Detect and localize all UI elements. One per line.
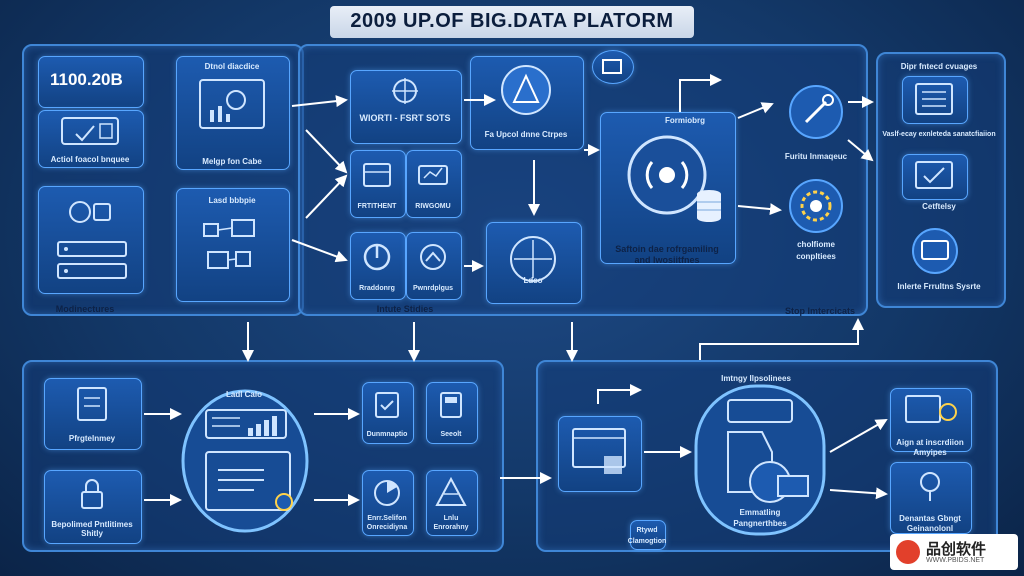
land-stripe-card[interactable]: [176, 188, 290, 302]
data-source-card[interactable]: [176, 56, 290, 170]
server-rack-icon: [56, 240, 128, 284]
rocket-card-label: Fa Upcol dnne Ctrpes: [484, 130, 568, 139]
navigation-card[interactable]: [486, 222, 582, 304]
badge-text: 品创软件: [926, 541, 987, 558]
data-source-caption: Melgp fon Cabe: [202, 157, 262, 166]
store-icon: [600, 56, 624, 76]
processing-header: Formiobrg: [665, 116, 705, 125]
checklist-icon: [912, 82, 956, 116]
data-card-4[interactable]: [350, 232, 406, 300]
bottom-left-item-4: Seeolt: [440, 431, 462, 438]
data-card-2[interactable]: [350, 150, 406, 218]
bottom-left-item-3: Dunmnaptio: [366, 431, 408, 438]
bottom-right-header: Imtngy Ilpsolinees: [721, 374, 791, 383]
report-icon: [72, 384, 112, 424]
data-card-5[interactable]: [406, 232, 462, 300]
bottom-right-card-1[interactable]: [890, 388, 972, 452]
gauge-icon: [416, 240, 450, 274]
card4-label: Rraddonrg: [359, 285, 395, 292]
check-monitor-icon: [912, 160, 956, 192]
diagram-title: 2009 UP.OF BIG.DATA PLATORM: [350, 10, 674, 32]
card5-label: Pwnrdplgus: [412, 285, 454, 292]
right-column-item-2: Cetftelsy: [922, 202, 956, 211]
user-search-icon: [64, 196, 114, 228]
right-middle-label-1: Furitu Inmaqeuc: [784, 152, 848, 161]
navigation-card-label: Ldso: [523, 276, 543, 285]
document-window-icon: [204, 450, 296, 514]
processing-caption-1: Saftoin dae rofrgamiling: [615, 244, 719, 254]
title-bar: [330, 6, 694, 38]
certificate-icon: [58, 114, 122, 150]
dashboard-monitor-icon: [196, 76, 268, 146]
top-left-section-label: Modinectures: [55, 304, 115, 314]
bottom-left-card-1[interactable]: [44, 378, 142, 450]
value-caption: Actiol foacol bnquee: [50, 155, 130, 164]
browser-window-icon: [570, 426, 628, 478]
bottom-left-card-3[interactable]: [362, 382, 414, 444]
calculator-icon: [436, 390, 466, 420]
network-nodes-icon: [196, 212, 268, 282]
bottom-right-right-1a: Aign at inscrdiion: [896, 438, 964, 447]
certificate-card[interactable]: [38, 110, 144, 168]
badge-url: WWW.PBIDS.NET: [926, 557, 985, 564]
lake-label: Ladl Calo: [225, 390, 262, 399]
doc-check-icon: [372, 390, 402, 420]
right-middle-label-2b: conpltiees: [796, 252, 836, 261]
land-stripe-header: Lasd bbbpie: [208, 196, 256, 205]
bottom-right-right-1b: Amyipes: [913, 448, 947, 457]
tree-icon: [912, 468, 948, 504]
target-icon: [390, 76, 420, 106]
wrench-icon: [786, 82, 846, 142]
bottom-left-item-6: Lnlu Enrorahny: [433, 515, 469, 531]
bottom-left-item-5: Enrr.Selifon Onrecidiyna: [366, 515, 408, 531]
bottom-right-bottom-label-2: Clamogtion: [627, 538, 667, 545]
bottom-right-right-2b: Geinanolonl: [906, 524, 954, 533]
pie-chart-icon: [370, 478, 404, 508]
data-source-header: Dtnol diacdice: [204, 62, 260, 71]
bottom-right-center-label-2: Pangnerthbes: [733, 519, 787, 528]
shop-card[interactable]: [592, 50, 634, 84]
compass-icon: [506, 232, 560, 286]
settings-panel-icon: [902, 394, 958, 426]
watermark-badge: 品创软件 WWW.PBIDS.NET: [890, 534, 1018, 570]
lock-icon: [76, 476, 108, 512]
bottom-right-center-label-1: Emmatling: [739, 508, 781, 517]
bottom-right-small-card[interactable]: [630, 520, 666, 550]
database-icon: [694, 188, 724, 224]
wmo-card[interactable]: [350, 70, 462, 144]
right-middle-label-2a: cholfiome: [797, 240, 835, 249]
bottom-right-bottom-label-1: Rtywd: [636, 527, 658, 534]
processing-ring: [692, 382, 828, 538]
value-card[interactable]: [38, 56, 144, 108]
right-section-label: Stop Imtercicats: [784, 306, 856, 316]
bottom-left-item-1: Pfrgtelnmey: [68, 434, 116, 443]
center-section-label: Intute Stidies: [376, 304, 434, 314]
rocket-icon: [498, 62, 554, 118]
card2-label: FRTITHENT: [357, 203, 397, 210]
settings-gear-icon: [786, 176, 846, 236]
value-display: 1100.20B: [50, 70, 123, 89]
processing-caption-2: and Iwosiitfnes: [634, 255, 700, 265]
card3-label: RIWGOMU: [415, 203, 451, 210]
data-card-3[interactable]: [406, 150, 462, 218]
monitor-icon: [910, 226, 960, 276]
signal-icon: [624, 132, 710, 218]
badge-logo-icon: [896, 540, 920, 564]
database-tools-icon: [360, 160, 394, 190]
pyramid-icon: [434, 476, 468, 508]
wmo-label: WIORTI - FSRT SOTS: [359, 113, 451, 123]
power-icon: [360, 240, 394, 274]
screen-chart-icon: [416, 160, 450, 190]
right-column-header: Dipr fntecd cvuages: [900, 62, 978, 71]
bar-chart-icon: [204, 408, 288, 440]
bottom-right-right-2a: Denantas Gbngt: [899, 514, 961, 523]
right-column-item-1: Vaslf-ecay exnleteda sanatcfiaiion: [882, 131, 996, 138]
bottom-left-item-2: Bepolimed Pntlitimes Shitly: [51, 520, 133, 538]
right-column-item-3: Inlerte Frrultns Sysrte: [897, 282, 981, 291]
